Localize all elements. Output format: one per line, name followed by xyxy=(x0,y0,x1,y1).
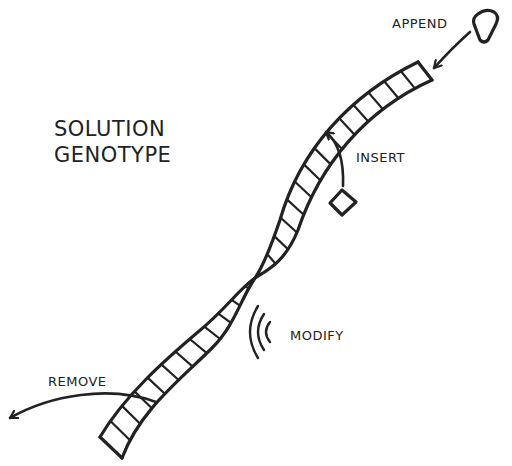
gene-block xyxy=(474,10,498,42)
ribbon-rung xyxy=(218,314,231,323)
ribbon-rung xyxy=(304,164,321,180)
ribbon-rung xyxy=(353,105,368,122)
append-arrow xyxy=(434,32,470,68)
ribbon-rung xyxy=(295,182,312,198)
ribbon-rung xyxy=(384,81,398,98)
ribbon-rung xyxy=(190,339,207,353)
gene-block xyxy=(330,190,356,215)
remove-arrow xyxy=(10,393,156,418)
ribbon-rung xyxy=(110,421,130,440)
modify-waves xyxy=(250,306,270,358)
ribbon-rung xyxy=(267,254,275,263)
ribbon-rung xyxy=(161,364,178,380)
ribbon-rung xyxy=(232,300,240,306)
operation-label: MODIFY xyxy=(290,328,344,344)
ribbon-rung xyxy=(401,71,415,88)
ribbon-rung xyxy=(148,378,165,394)
ribbon-cap xyxy=(418,62,432,80)
insert-arrow xyxy=(326,132,343,186)
ribbon-rung xyxy=(175,352,192,367)
operation-label: APPEND xyxy=(392,16,448,32)
ribbon-rung xyxy=(245,286,249,288)
ribbon-rung xyxy=(281,218,297,233)
ribbon-rung xyxy=(339,118,354,135)
operation-label: INSERT xyxy=(356,150,405,166)
operation-label: REMOVE xyxy=(48,374,107,390)
ribbon-rung xyxy=(274,236,288,249)
ribbon-rung xyxy=(314,148,330,164)
ribbon-cap xyxy=(100,437,122,458)
ribbon-rung xyxy=(122,406,140,424)
ribbon-edge xyxy=(122,62,418,458)
ribbon-rung xyxy=(204,327,220,339)
ribbon-rung xyxy=(287,199,304,214)
diagram-title: SOLUTION GENOTYPE xyxy=(54,116,194,168)
ribbon-rung xyxy=(259,272,260,275)
ribbon-rung xyxy=(368,92,383,109)
